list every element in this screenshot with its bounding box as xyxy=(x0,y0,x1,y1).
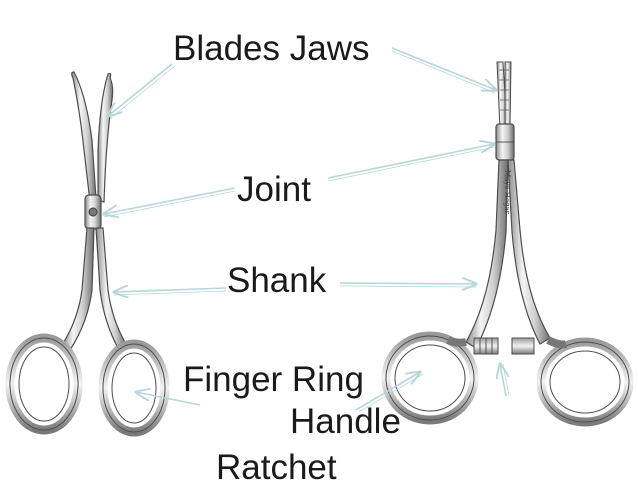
label-shank: Shank xyxy=(227,261,327,300)
hemostat-ratchet xyxy=(473,337,535,355)
scissors-shank-left xyxy=(61,227,95,351)
scissors-right-blade xyxy=(97,72,114,203)
pointer-lines xyxy=(104,47,510,413)
label-ratchet: Ratchet xyxy=(216,448,337,487)
label-joint: Joint xyxy=(237,170,311,209)
label-blades-jaws: Blades Jaws xyxy=(173,29,370,68)
hemostat-forceps-icon xyxy=(381,61,634,427)
scissors-icon xyxy=(5,71,170,437)
label-finger-ring: Finger Ring xyxy=(183,360,364,399)
scissors-left-blade xyxy=(71,71,97,204)
label-handle: Handle xyxy=(290,402,401,441)
hemostat-shank-left xyxy=(465,159,509,349)
engraved-logo: Mayo Hegar xyxy=(502,170,511,214)
hemostat-shank-right xyxy=(507,159,551,345)
scissors-shank-right xyxy=(95,227,127,349)
